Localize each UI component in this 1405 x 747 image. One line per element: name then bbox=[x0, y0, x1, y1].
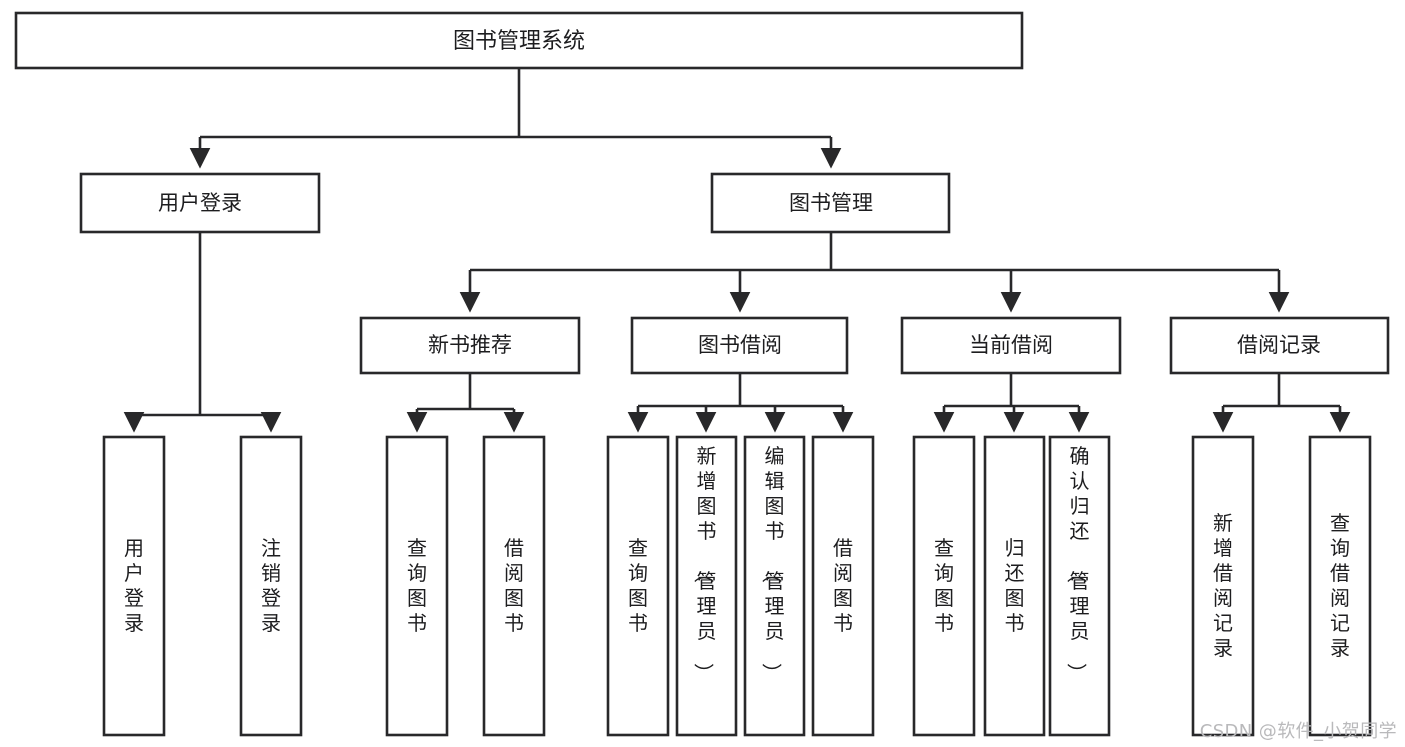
leaf-node[interactable]: 确认归还（管理员） bbox=[1048, 435, 1111, 737]
leaf-node[interactable]: 用户登录 bbox=[102, 435, 166, 737]
leaf-node-label: 查询图书 bbox=[628, 536, 648, 635]
leaf-node-box bbox=[102, 435, 166, 737]
leaf-node-label: 借阅图书 bbox=[833, 536, 853, 635]
leaf-node-box bbox=[1048, 435, 1111, 737]
leaf-node[interactable]: 新增借阅记录 bbox=[1191, 435, 1255, 737]
leaf-node[interactable]: 查询借阅记录 bbox=[1308, 435, 1372, 737]
node-borrow-record-box bbox=[1169, 316, 1390, 375]
leaf-node-label: 确认归还（管理员） bbox=[1065, 444, 1090, 683]
leaf-node-box bbox=[482, 435, 546, 737]
node-book-manage-box bbox=[710, 172, 951, 234]
csdn-watermark: CSDN @软件_小贺同学 bbox=[1199, 721, 1397, 742]
node-borrow-record[interactable]: 借阅记录 bbox=[1169, 316, 1390, 375]
connector-layer bbox=[123, 68, 1351, 433]
node-new-book-rec[interactable]: 新书推荐 bbox=[359, 316, 581, 375]
leaf-node[interactable]: 查询图书 bbox=[606, 435, 670, 737]
node-root-box bbox=[14, 11, 1024, 70]
node-book-borrow-label: 图书借阅 bbox=[698, 333, 782, 357]
leaf-node-box bbox=[811, 435, 875, 737]
leaf-node[interactable]: 查询图书 bbox=[385, 435, 449, 737]
node-user-login-box bbox=[79, 172, 321, 234]
leaf-node-label: 查询图书 bbox=[934, 536, 954, 635]
leaf-node-box bbox=[1308, 435, 1372, 737]
leaf-node-label: 查询图书 bbox=[407, 536, 427, 635]
node-current-borrow-box bbox=[900, 316, 1122, 375]
leaf-node-layer: 用户登录 注销登录 查询图书 借阅图书 查询图书 新增图书（管理员） 编辑图书（管理员） 借阅… bbox=[102, 435, 1372, 737]
node-new-book-rec-box bbox=[359, 316, 581, 375]
node-book-borrow[interactable]: 图书借阅 bbox=[630, 316, 849, 375]
leaf-node-label: 查询借阅记录 bbox=[1330, 511, 1350, 660]
leaf-node-label: 用户登录 bbox=[124, 536, 144, 635]
node-root-label: 图书管理系统 bbox=[453, 29, 585, 54]
leaf-node[interactable]: 新增图书（管理员） bbox=[675, 435, 738, 737]
leaf-node-box bbox=[912, 435, 976, 737]
leaf-node[interactable]: 编辑图书（管理员） bbox=[743, 435, 806, 737]
node-borrow-record-label: 借阅记录 bbox=[1237, 333, 1321, 357]
leaf-node-label: 注销登录 bbox=[261, 536, 281, 635]
leaf-node[interactable]: 查询图书 bbox=[912, 435, 976, 737]
leaf-node-box bbox=[743, 435, 806, 737]
node-book-manage-label: 图书管理 bbox=[789, 191, 873, 215]
node-new-book-rec-label: 新书推荐 bbox=[428, 333, 512, 357]
leaf-node-box bbox=[1191, 435, 1255, 737]
leaf-node[interactable]: 借阅图书 bbox=[811, 435, 875, 737]
leaf-node-box bbox=[239, 435, 303, 737]
leaf-node-box bbox=[983, 435, 1046, 737]
node-root[interactable]: 图书管理系统 bbox=[14, 11, 1024, 70]
leaf-node-label: 借阅图书 bbox=[504, 536, 524, 635]
leaf-node[interactable]: 注销登录 bbox=[239, 435, 303, 737]
node-book-manage[interactable]: 图书管理 bbox=[710, 172, 951, 234]
leaf-node[interactable]: 归还图书 bbox=[983, 435, 1046, 737]
node-user-login-label: 用户登录 bbox=[158, 191, 242, 215]
node-current-borrow-label: 当前借阅 bbox=[969, 333, 1053, 357]
leaf-node-label: 编辑图书（管理员） bbox=[760, 444, 785, 683]
leaf-node-label: 新增图书（管理员） bbox=[692, 444, 717, 683]
node-user-login[interactable]: 用户登录 bbox=[79, 172, 321, 234]
leaf-node-box bbox=[606, 435, 670, 737]
leaf-node-box bbox=[385, 435, 449, 737]
leaf-node-label: 新增借阅记录 bbox=[1213, 511, 1233, 660]
node-book-borrow-box bbox=[630, 316, 849, 375]
node-current-borrow[interactable]: 当前借阅 bbox=[900, 316, 1122, 375]
leaf-node[interactable]: 借阅图书 bbox=[482, 435, 546, 737]
leaf-node-box bbox=[675, 435, 738, 737]
leaf-node-label: 归还图书 bbox=[1005, 536, 1025, 635]
